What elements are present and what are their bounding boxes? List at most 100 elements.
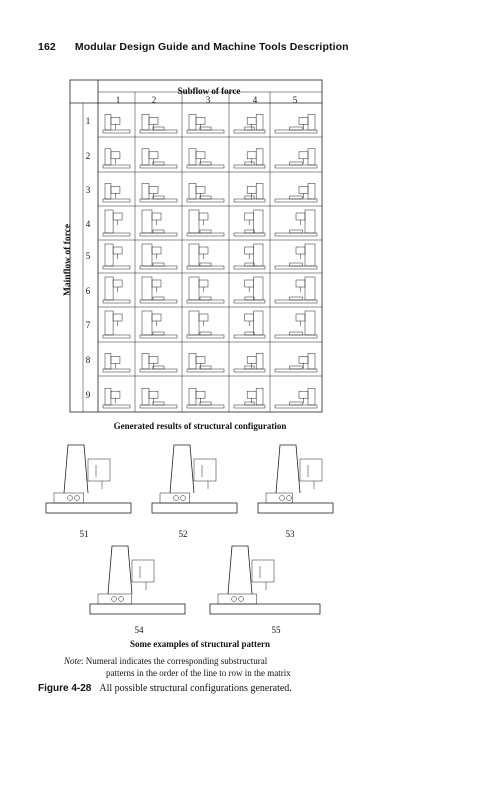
example-51-wheel <box>67 495 73 501</box>
cell-base <box>102 334 131 339</box>
cell-head <box>148 356 159 364</box>
cell-base <box>102 129 131 134</box>
cell-head <box>298 356 309 364</box>
cell-base <box>139 232 178 237</box>
configuration-matrix <box>45 79 334 615</box>
cell-base <box>139 368 178 373</box>
cell-column <box>255 183 264 200</box>
cell-table <box>289 331 303 336</box>
cell-head <box>110 151 121 160</box>
cell-base <box>186 198 225 203</box>
cell-head <box>110 186 121 194</box>
note-text-continued: patterns in the order of the line to row… <box>106 668 291 678</box>
cell-base <box>274 334 318 339</box>
cell-table <box>244 296 255 301</box>
cell-table <box>152 195 165 200</box>
example-55-column <box>227 545 253 595</box>
cell-base <box>102 368 131 373</box>
cell-table <box>152 161 165 166</box>
cell-column <box>188 148 197 166</box>
cell-head <box>112 313 123 322</box>
cell-table <box>152 331 165 336</box>
example-52-column <box>169 444 195 494</box>
cell-base <box>139 404 178 409</box>
matrix-caption: Generated results of structural configur… <box>113 421 287 431</box>
cell-column <box>307 148 316 166</box>
example-54-table <box>97 593 132 605</box>
cell-base <box>139 299 178 304</box>
row-label: 4 <box>85 219 91 229</box>
cell-column <box>188 276 200 301</box>
cell-head <box>298 151 309 160</box>
example-52-head <box>193 458 217 482</box>
cell-column <box>255 114 264 131</box>
cell-base <box>139 164 178 169</box>
cell-head <box>298 117 309 125</box>
cell-table <box>152 262 165 267</box>
example-54-head <box>131 559 155 583</box>
cell-table <box>152 365 165 370</box>
cell-head <box>244 212 254 221</box>
figure-caption-text: All possible structural configurations g… <box>99 683 292 694</box>
cell-column <box>253 276 264 301</box>
example-55-wheel <box>231 596 237 602</box>
cell-column <box>141 209 153 234</box>
cell-base <box>233 129 266 134</box>
cell-head <box>195 151 206 160</box>
example-55-head <box>251 559 275 583</box>
cell-column <box>188 209 200 234</box>
cell-table <box>244 331 255 336</box>
cell-column <box>253 310 264 336</box>
cell-column <box>141 310 153 336</box>
cell-head <box>112 246 123 255</box>
cell-head <box>198 246 209 255</box>
cell-column <box>188 243 200 267</box>
cell-column <box>307 353 316 370</box>
cell-column <box>104 387 112 406</box>
cell-column <box>104 148 112 166</box>
cell-table <box>289 229 303 234</box>
cell-base <box>233 368 266 373</box>
cell-table <box>152 126 165 131</box>
cell-table <box>244 229 255 234</box>
page-number: 162 <box>38 41 56 53</box>
cell-base <box>233 404 266 409</box>
cell-column <box>188 353 197 370</box>
cell-head <box>246 356 257 364</box>
cell-head <box>246 151 257 160</box>
cell-column <box>307 183 316 200</box>
cell-base <box>139 265 178 270</box>
cell-base <box>186 404 225 409</box>
cell-base <box>274 404 318 409</box>
cell-table <box>199 161 212 166</box>
cell-head <box>244 246 254 255</box>
cell-table <box>289 296 303 301</box>
example-53-wheel <box>279 495 285 501</box>
cell-base <box>102 299 131 304</box>
cell-head <box>112 212 123 221</box>
cell-column <box>141 353 150 370</box>
cell-column <box>253 209 264 234</box>
example-53-table <box>265 492 293 504</box>
cell-base <box>139 334 178 339</box>
cell-base <box>274 198 318 203</box>
cell-column <box>141 243 153 267</box>
cell-table <box>244 195 255 200</box>
column-label: 3 <box>205 95 211 105</box>
matrix-frame <box>69 79 323 413</box>
example-54-wheel <box>118 596 124 602</box>
example-51-wheel <box>74 495 80 501</box>
cell-head <box>295 246 306 255</box>
cell-column <box>141 183 150 200</box>
cell-base <box>274 164 318 169</box>
example-52-wheel <box>180 495 186 501</box>
cell-table <box>244 161 255 166</box>
cell-head <box>298 390 309 399</box>
cell-head <box>148 186 159 194</box>
row-label: 3 <box>85 185 91 195</box>
cell-base <box>233 334 266 339</box>
cell-column <box>255 353 264 370</box>
cell-base <box>102 164 131 169</box>
cell-base <box>233 232 266 237</box>
cell-base <box>274 129 318 134</box>
